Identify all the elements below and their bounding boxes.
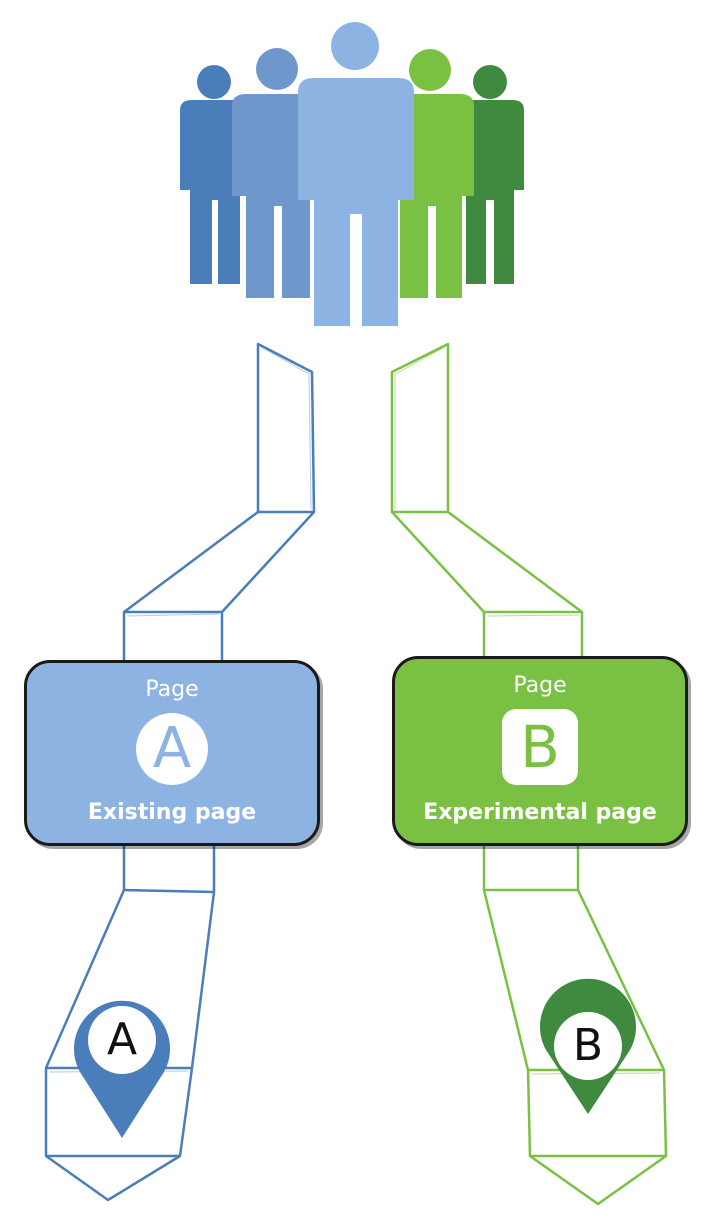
variant-b-card: Page B Experimental page <box>392 656 688 846</box>
variant-a-card: Page A Existing page <box>24 660 320 846</box>
person-icon <box>180 65 248 284</box>
map-pin-a-icon <box>73 1000 171 1138</box>
variant-b-badge: B <box>502 709 578 785</box>
pin-b-letter: B <box>572 1020 604 1071</box>
variant-a-caption: Existing page <box>87 800 257 825</box>
pin-a-letter: A <box>106 1014 138 1065</box>
person-icon <box>298 22 414 326</box>
variant-b-label: Page <box>513 673 567 698</box>
variant-a-label: Page <box>145 677 199 702</box>
variant-a-badge: A <box>136 713 208 785</box>
map-pin-b-icon <box>540 978 636 1114</box>
variant-b-caption: Experimental page <box>423 800 657 825</box>
people-group <box>180 22 524 326</box>
